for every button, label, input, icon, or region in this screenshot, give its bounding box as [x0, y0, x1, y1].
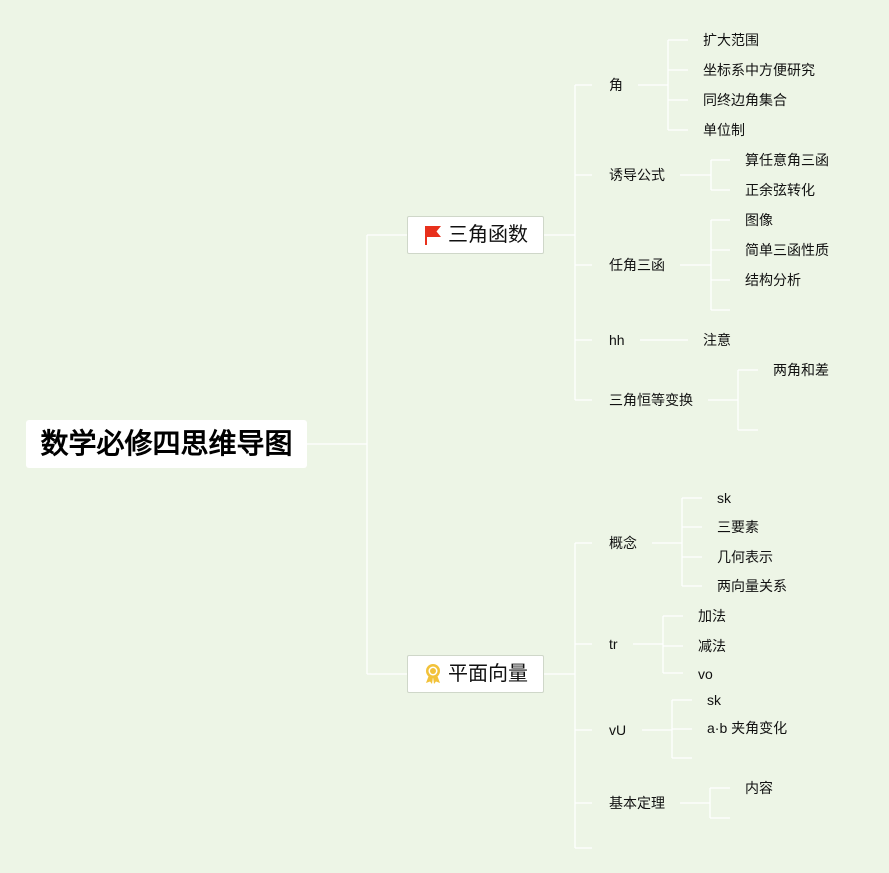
- subtopic[interactable]: 算任意角三函: [745, 152, 829, 168]
- subtopic[interactable]: 注意: [703, 332, 731, 348]
- subtopic[interactable]: 三要素: [717, 519, 759, 535]
- subtopic[interactable]: 简单三函性质: [745, 242, 829, 258]
- branch-label: 三角函数: [448, 224, 528, 246]
- medal-ribbon-icon: [423, 663, 443, 685]
- subtopic[interactable]: 两向量关系: [717, 578, 787, 594]
- topic-trig-identities[interactable]: 三角恒等变换: [609, 392, 693, 408]
- topic-general-trig[interactable]: 任角三函: [609, 257, 665, 273]
- subtopic[interactable]: vo: [698, 666, 713, 682]
- topic-basic-theorem[interactable]: 基本定理: [609, 795, 665, 811]
- subtopic[interactable]: 图像: [745, 212, 773, 228]
- branch-trig-functions[interactable]: 三角函数: [407, 216, 544, 254]
- topic-induction-formula[interactable]: 诱导公式: [609, 167, 665, 183]
- subtopic[interactable]: 结构分析: [745, 272, 801, 288]
- subtopic[interactable]: sk: [707, 692, 721, 708]
- subtopic[interactable]: a·b 夹角变化: [707, 720, 788, 736]
- subtopic[interactable]: 加法: [698, 608, 726, 624]
- red-flag-icon: [423, 224, 443, 246]
- subtopic[interactable]: 单位制: [703, 122, 745, 138]
- topic-hh[interactable]: hh: [609, 332, 625, 348]
- subtopic[interactable]: 内容: [745, 780, 773, 796]
- subtopic[interactable]: 同终边角集合: [703, 92, 787, 108]
- subtopic[interactable]: 几何表示: [717, 549, 773, 565]
- topic-tr[interactable]: tr: [609, 636, 618, 652]
- branch-label: 平面向量: [448, 663, 528, 685]
- topic-concept[interactable]: 概念: [609, 535, 637, 551]
- subtopic[interactable]: 正余弦转化: [745, 182, 815, 198]
- topic-vu[interactable]: vU: [609, 722, 627, 738]
- subtopic[interactable]: 两角和差: [773, 362, 829, 378]
- subtopic[interactable]: 减法: [698, 638, 726, 654]
- topic-angle[interactable]: 角: [609, 77, 623, 93]
- branch-plane-vectors[interactable]: 平面向量: [407, 655, 544, 693]
- subtopic[interactable]: 坐标系中方便研究: [703, 62, 815, 78]
- subtopic[interactable]: sk: [717, 490, 731, 506]
- root-topic[interactable]: 数学必修四思维导图: [26, 420, 307, 468]
- subtopic[interactable]: 扩大范围: [703, 32, 759, 48]
- root-topic-label: 数学必修四思维导图: [40, 428, 293, 459]
